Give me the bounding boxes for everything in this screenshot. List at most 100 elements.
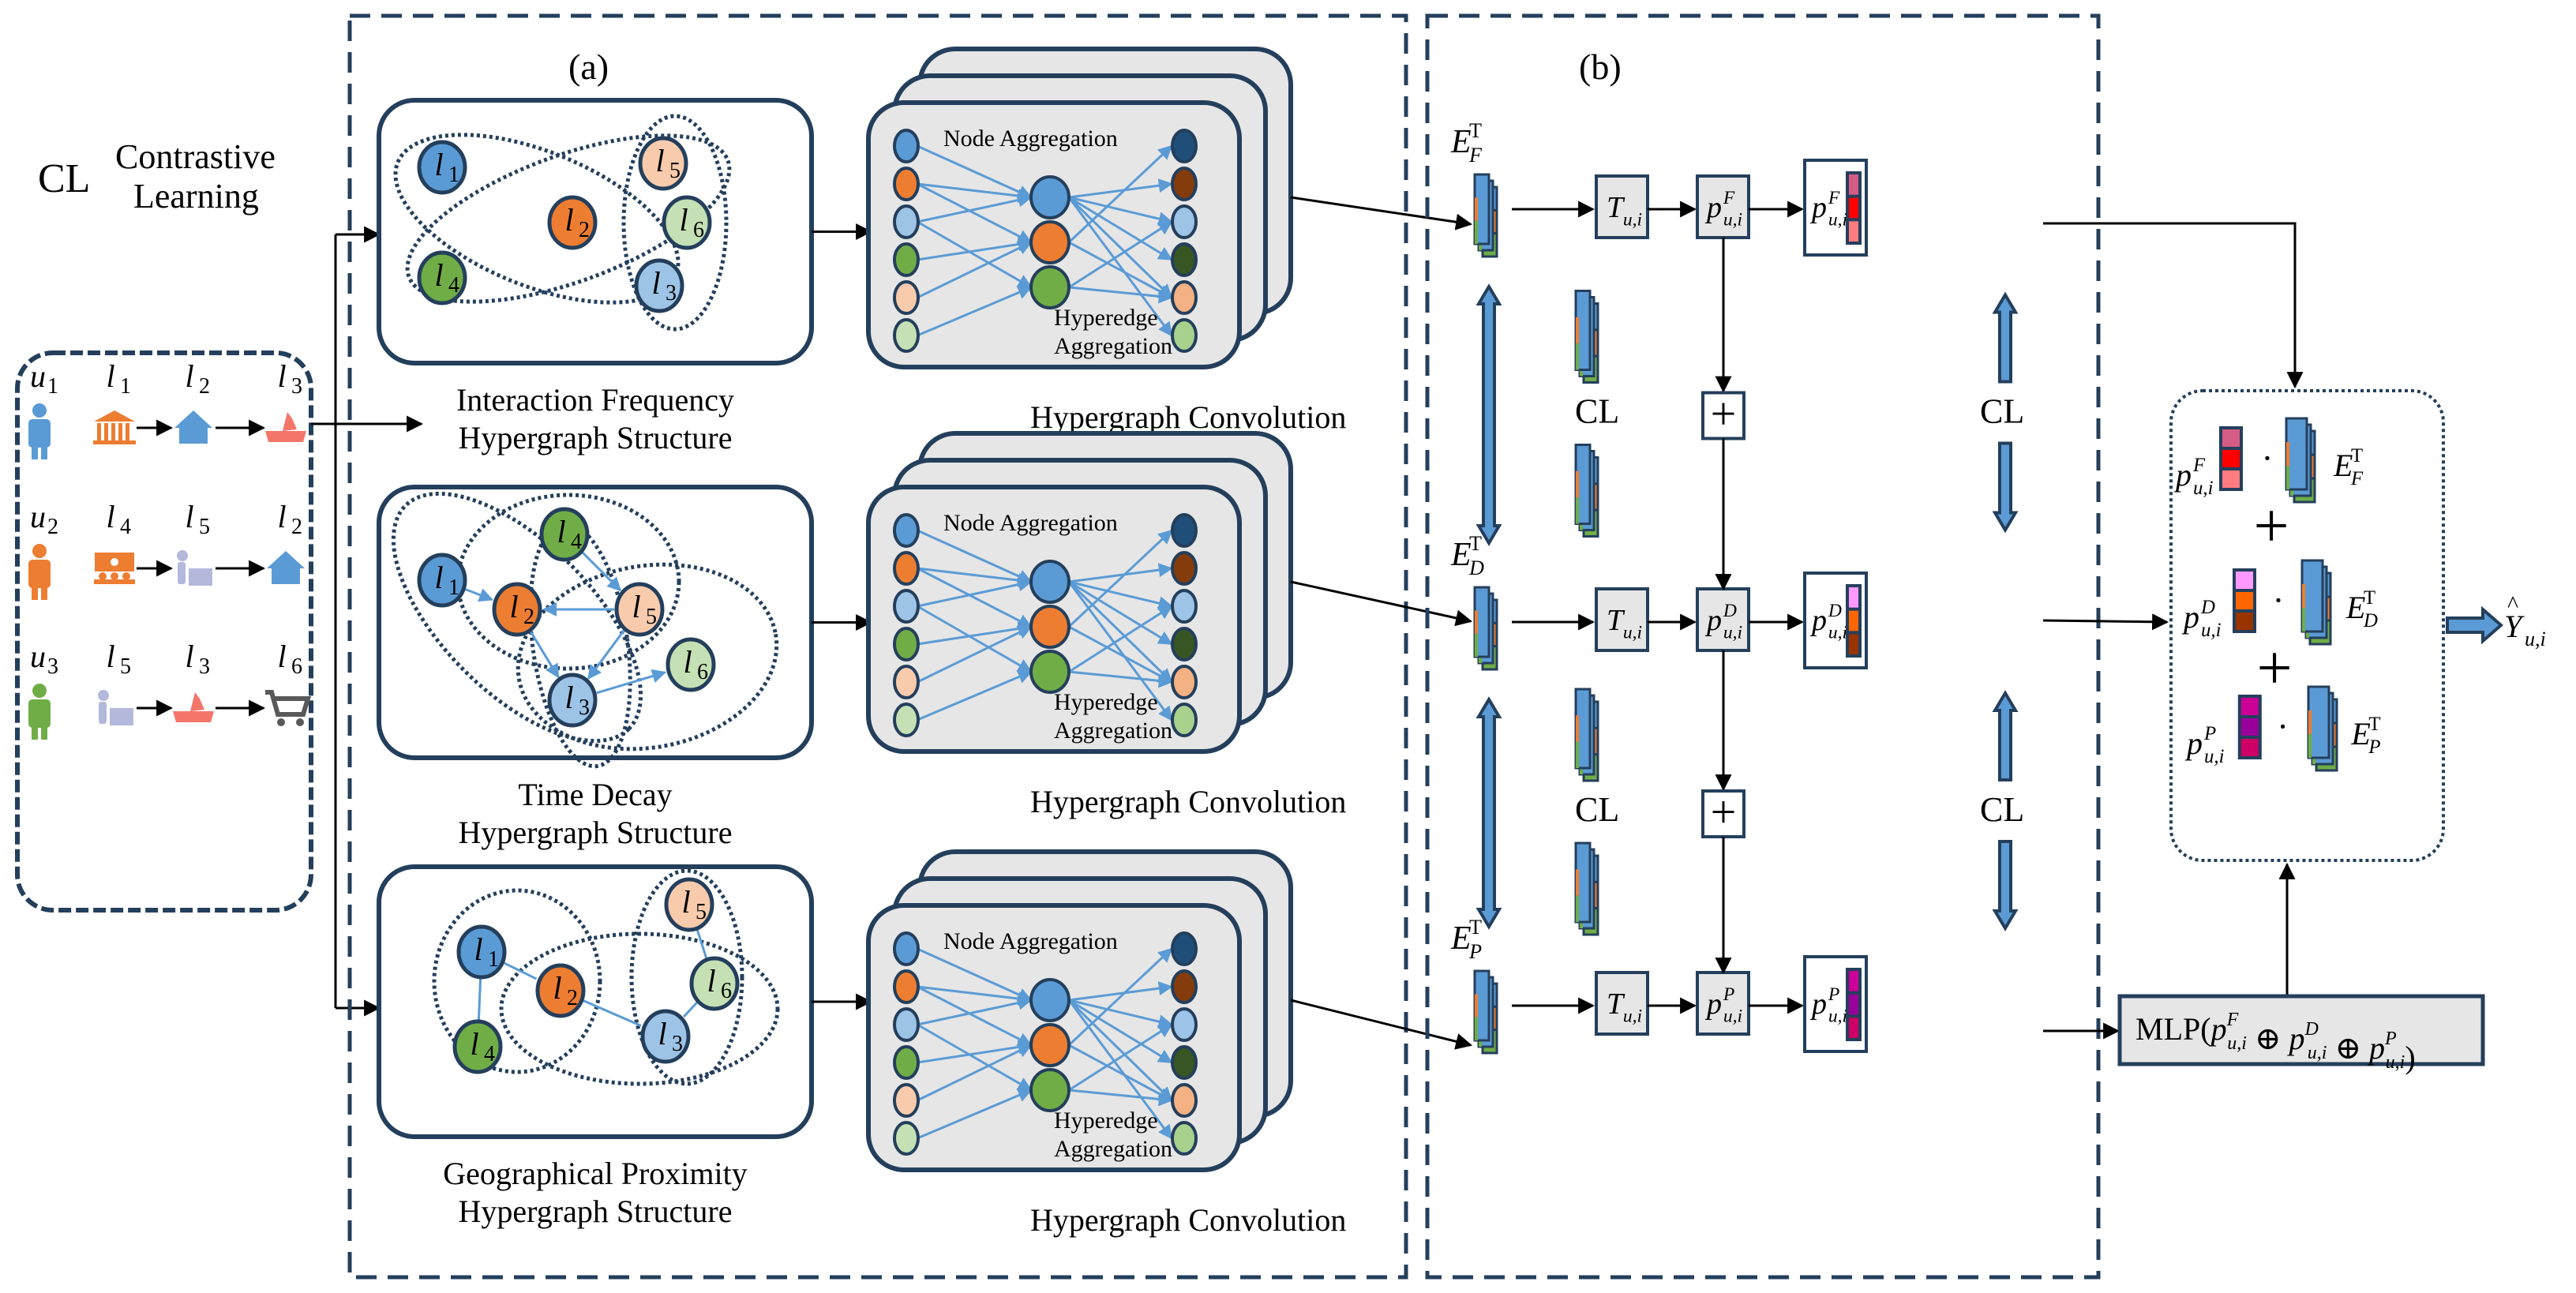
input-node — [893, 551, 920, 586]
poi-label-base: l — [564, 202, 573, 238]
symbol-superscript: D — [2200, 597, 2215, 618]
poi-label-base: l — [509, 589, 518, 624]
symbol-subscript: F — [1468, 144, 1483, 167]
poi-node-circle — [662, 195, 712, 250]
hyperedge-node — [1029, 1023, 1071, 1067]
person-icon — [28, 544, 51, 600]
hyperedge-node — [1029, 1068, 1071, 1112]
poi-node-circle — [547, 673, 598, 728]
cl-label: CL — [1575, 392, 1619, 431]
vector-cell — [1849, 174, 1858, 195]
symbol-subscript: u,i — [1723, 1006, 1742, 1027]
symbol-subscript: u,i — [1723, 623, 1742, 643]
boat-hull — [173, 711, 214, 722]
hyperedge-aggregation-label: Hyperedge — [1054, 1107, 1158, 1134]
poi-label-index: 5 — [646, 605, 657, 629]
hyperedge-aggregation-edge — [1068, 605, 1173, 673]
cl-embedding-stack — [1574, 688, 1599, 782]
boat-hull — [265, 431, 306, 442]
input-node — [893, 1121, 920, 1156]
cl-embedding-stack — [1574, 841, 1599, 936]
output-node — [1171, 551, 1198, 586]
output-node — [1171, 969, 1198, 1004]
hyperedge — [629, 868, 744, 1086]
poi-label-base: l — [564, 680, 573, 715]
symbol-superscript: T — [1469, 532, 1482, 555]
cl-label: CL — [1980, 790, 2024, 829]
panel-b-title: (b) — [1579, 47, 1622, 87]
boat-rower — [190, 692, 204, 711]
dot-product-sign: · — [2273, 581, 2285, 620]
input-node — [893, 318, 920, 353]
symbol-subscript: u,i — [1828, 623, 1847, 643]
embedding-edge — [1576, 715, 1579, 742]
embedding-edge — [1475, 220, 1478, 244]
office-worker-icon — [177, 550, 212, 586]
poi-label-base: l — [277, 499, 286, 534]
formula-part: p — [2286, 1021, 2304, 1056]
hyperedge-aggregation-edge — [1068, 178, 1173, 199]
node-aggregation-edge — [917, 1089, 1033, 1140]
symbol-superscript: F — [1723, 188, 1735, 208]
user-label-base: u — [30, 639, 46, 674]
embedding-layer — [2285, 417, 2308, 491]
hyperedge-aggregation-edge — [1067, 999, 1173, 1102]
embedding-edge — [1475, 197, 1478, 221]
output-node — [1171, 1007, 1198, 1042]
symbol-superscript: F — [1828, 188, 1840, 208]
poi-label-base: l — [632, 589, 640, 624]
cinema-audience — [111, 572, 118, 580]
person-icon — [28, 403, 51, 459]
poi-label-base: l — [185, 639, 193, 674]
hypergraph-edge — [477, 976, 482, 1021]
user-label-index: 1 — [47, 374, 58, 399]
hyperedge-aggregation-edge — [1068, 196, 1173, 261]
poi-label-index: 1 — [120, 374, 131, 399]
hyperedge-aggregation-edge — [1068, 241, 1173, 299]
poi-node-circle — [666, 637, 716, 692]
poi-label-index: 1 — [488, 947, 499, 972]
output-node — [1171, 665, 1198, 699]
hypergraph-box — [377, 485, 814, 760]
hyperedge — [405, 133, 732, 304]
cl-embedding-stack — [1574, 290, 1599, 384]
contrastive-down-arrow-shape — [1992, 840, 2019, 931]
symbol-base: E — [1450, 537, 1472, 573]
poi-label-index: 5 — [199, 515, 210, 539]
embedding-edge — [1576, 895, 1579, 922]
poi-label-base: l — [557, 514, 565, 549]
symbol-subscript: P — [1468, 940, 1482, 963]
person-body — [28, 419, 51, 448]
node-aggregation-edge — [917, 567, 1033, 588]
convolution-caption: Hypergraph Convolution — [1030, 784, 1346, 819]
hyperedge-node — [1029, 560, 1071, 604]
output-node — [1171, 627, 1198, 661]
hyperedge-aggregation-edge — [1068, 563, 1173, 583]
contrastive-double-arrow-shape — [1475, 696, 1502, 930]
node-aggregation-edge — [917, 237, 1033, 261]
symbol-superscript: P — [1828, 984, 1839, 1005]
poi-node-circle — [417, 250, 467, 305]
person-leg — [32, 724, 38, 740]
input-node — [893, 665, 920, 699]
vector-cell — [1849, 587, 1858, 608]
vector-cell — [1849, 1018, 1858, 1038]
convolution-caption: Hypergraph Convolution — [1030, 399, 1346, 435]
embedding-stack — [1473, 173, 1498, 258]
embedding-edge — [2308, 710, 2312, 734]
cinema-floor — [94, 579, 135, 584]
